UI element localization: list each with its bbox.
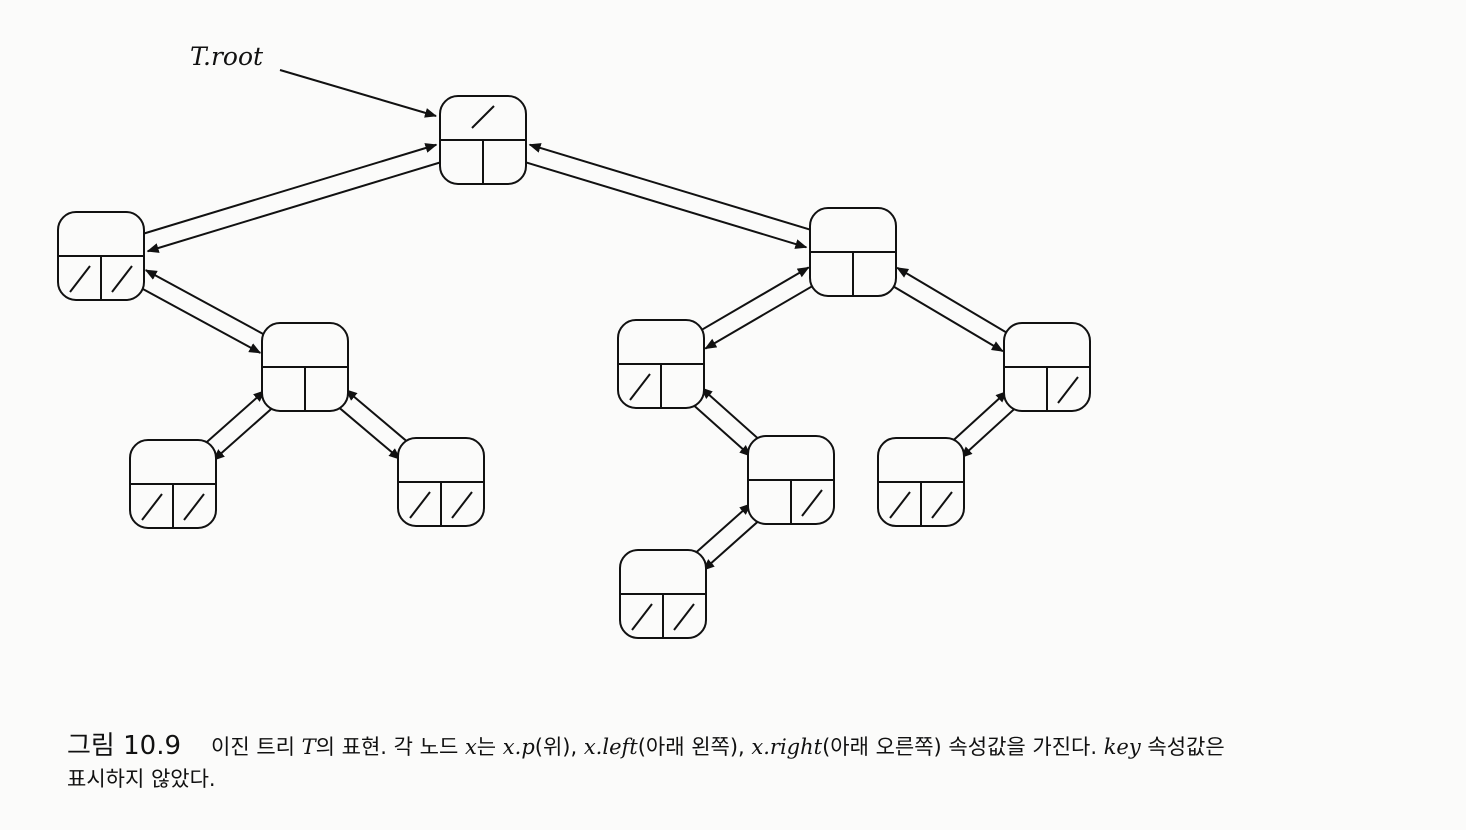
child-pointer-arrow (704, 279, 824, 350)
nil-left-slash (69, 265, 91, 293)
tree-node (261, 322, 349, 412)
parent-pointer-arrow (528, 143, 818, 233)
tree-node (809, 207, 897, 297)
nil-left-slash (631, 603, 653, 631)
nil-left-slash (629, 373, 651, 401)
caption-math-xleft: x.left (583, 735, 638, 759)
figure-caption: 그림 10.9 이진 트리 T의 표현. 각 노드 x는 x.p(위), x.le… (67, 730, 1367, 795)
caption-text: 는 (476, 735, 503, 759)
tree-node (129, 439, 217, 529)
nil-left-slash (889, 491, 911, 519)
caption-text: (아래 오른쪽) 속성값을 가진다. (822, 735, 1104, 759)
caption-text: (아래 왼쪽), (637, 735, 752, 759)
tree-node (57, 211, 145, 301)
nil-right-slash (1057, 376, 1079, 404)
caption-text: (위), (534, 735, 584, 759)
tree-node (619, 549, 707, 639)
caption-text: 속성값은 (1140, 735, 1225, 759)
parent-pointer-arrow (943, 390, 1008, 450)
nil-parent-slash (471, 105, 495, 129)
child-pointer-arrow (131, 282, 262, 354)
tree-node (397, 437, 485, 527)
caption-line-2: 표시하지 않았다. (67, 767, 216, 791)
nil-right-slash (673, 603, 695, 631)
caption-math-xright: x.right (751, 735, 823, 759)
child-pointer-arrow (702, 512, 768, 571)
caption-line-1: 그림 10.9 이진 트리 T의 표현. 각 노드 x는 x.p(위), x.le… (67, 730, 1367, 763)
root-pointer-label: T.root (190, 42, 264, 71)
nil-right-slash (801, 489, 823, 517)
tree-node (617, 319, 705, 409)
pointer-arrows (131, 69, 1025, 571)
caption-text: 이진 트리 (211, 735, 302, 759)
child-pointer-arrow (882, 279, 1004, 353)
child-pointer-arrow (146, 159, 448, 253)
parent-pointer-arrow (144, 269, 275, 341)
tree-node (439, 95, 527, 185)
nil-right-slash (451, 491, 473, 519)
child-pointer-arrow (684, 396, 752, 457)
binary-tree-diagram (57, 69, 1091, 639)
child-pointer-arrow (518, 159, 808, 249)
tree-node (747, 435, 835, 525)
caption-math-T: T (301, 735, 316, 759)
parent-pointer-arrow (196, 390, 266, 452)
parent-pointer-arrow (686, 503, 752, 562)
caption-math-x: x (464, 735, 477, 759)
parent-pointer-arrow (345, 389, 417, 451)
parent-pointer-arrow (690, 266, 810, 337)
parent-pointer-arrow (896, 266, 1018, 340)
nil-left-slash (141, 493, 163, 521)
root-pointer-arrow (279, 69, 437, 118)
caption-math-xp: x.p (502, 735, 535, 759)
nil-left-slash (409, 491, 431, 519)
figure-number: 그림 10.9 (67, 731, 181, 761)
tree-nodes (57, 95, 1091, 639)
nil-right-slash (111, 265, 133, 293)
caption-math-key: key (1103, 735, 1141, 759)
child-pointer-arrow (329, 398, 401, 460)
tree-node (1003, 322, 1091, 412)
parent-pointer-arrow (136, 143, 438, 237)
nil-right-slash (183, 493, 205, 521)
caption-text: 의 표현. 각 노드 (315, 735, 465, 759)
parent-pointer-arrow (700, 387, 768, 448)
child-pointer-arrow (212, 399, 282, 461)
tree-node (877, 437, 965, 527)
child-pointer-arrow (960, 399, 1025, 459)
nil-right-slash (931, 491, 953, 519)
